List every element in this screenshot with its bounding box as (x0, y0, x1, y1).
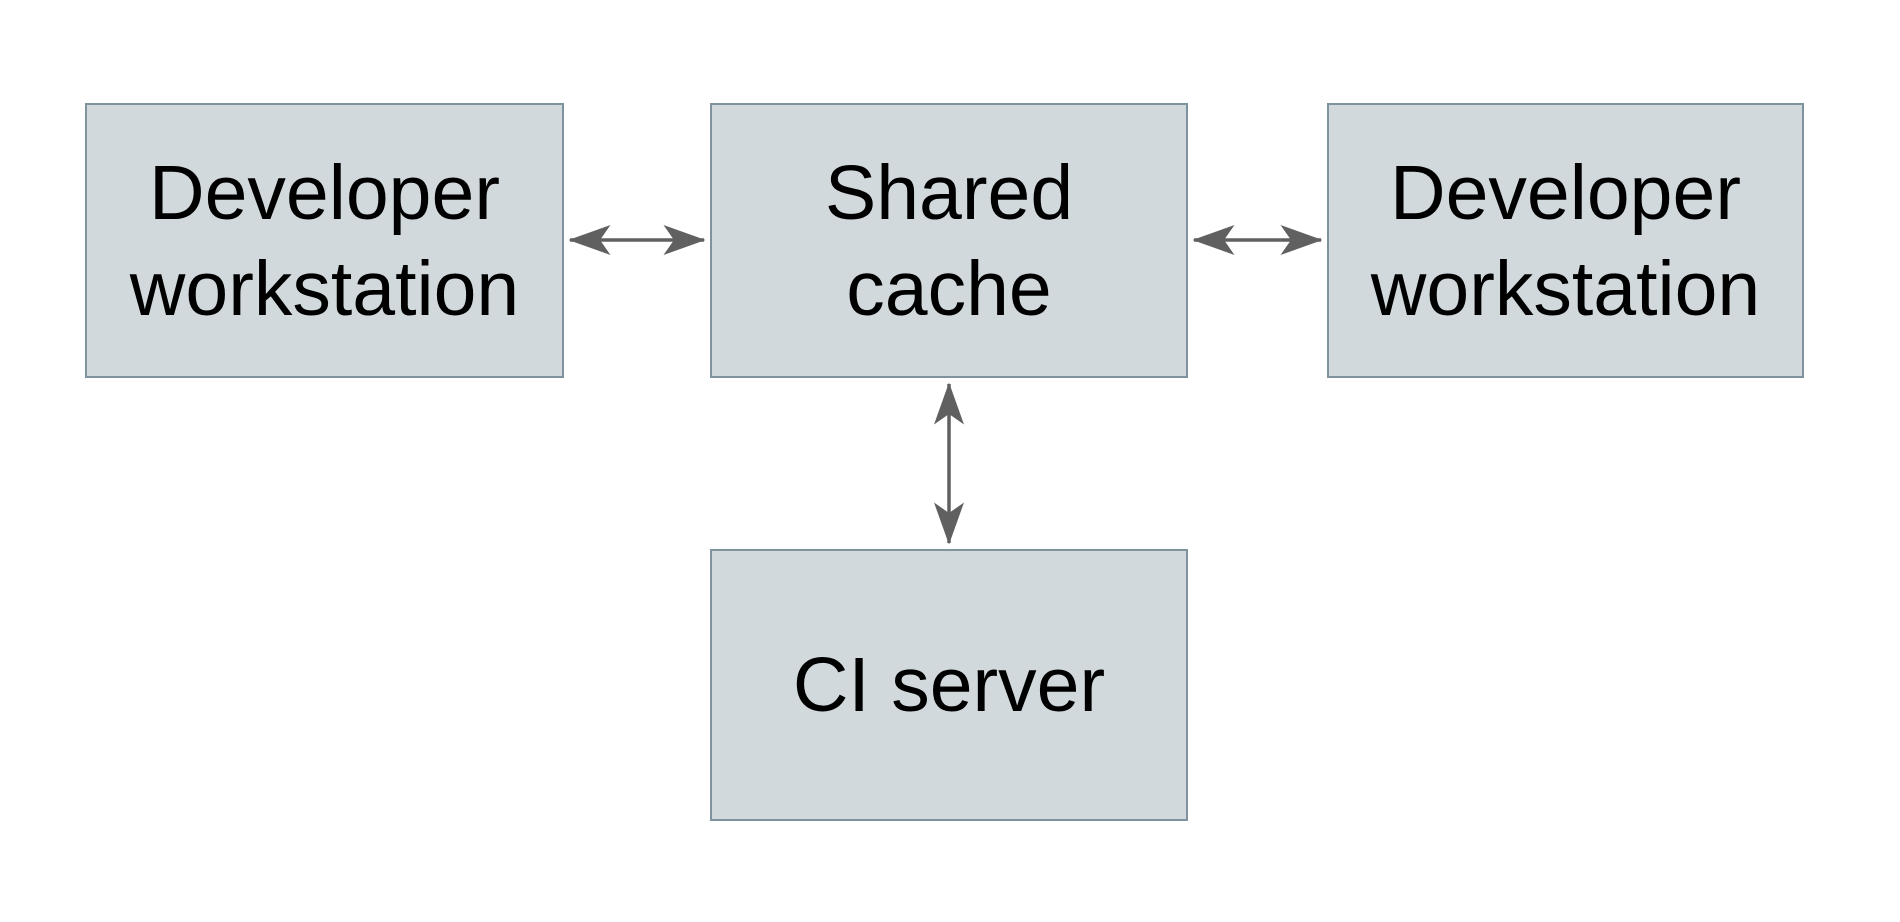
node-developer-workstation-right: Developer workstation (1327, 103, 1804, 378)
node-label-line: cache (846, 245, 1052, 332)
node-label-line: Developer (149, 149, 500, 236)
node-label-line: Shared (824, 149, 1074, 236)
node-label-line: CI server (792, 642, 1106, 728)
node-label-line: Developer (1390, 149, 1741, 236)
node-label-line: workstation (129, 245, 520, 332)
node-ci-server: CI server (710, 549, 1188, 821)
node-developer-workstation-left: Developer workstation (85, 103, 564, 378)
node-label-line: workstation (1370, 245, 1761, 332)
node-shared-cache: Shared cache (710, 103, 1188, 378)
